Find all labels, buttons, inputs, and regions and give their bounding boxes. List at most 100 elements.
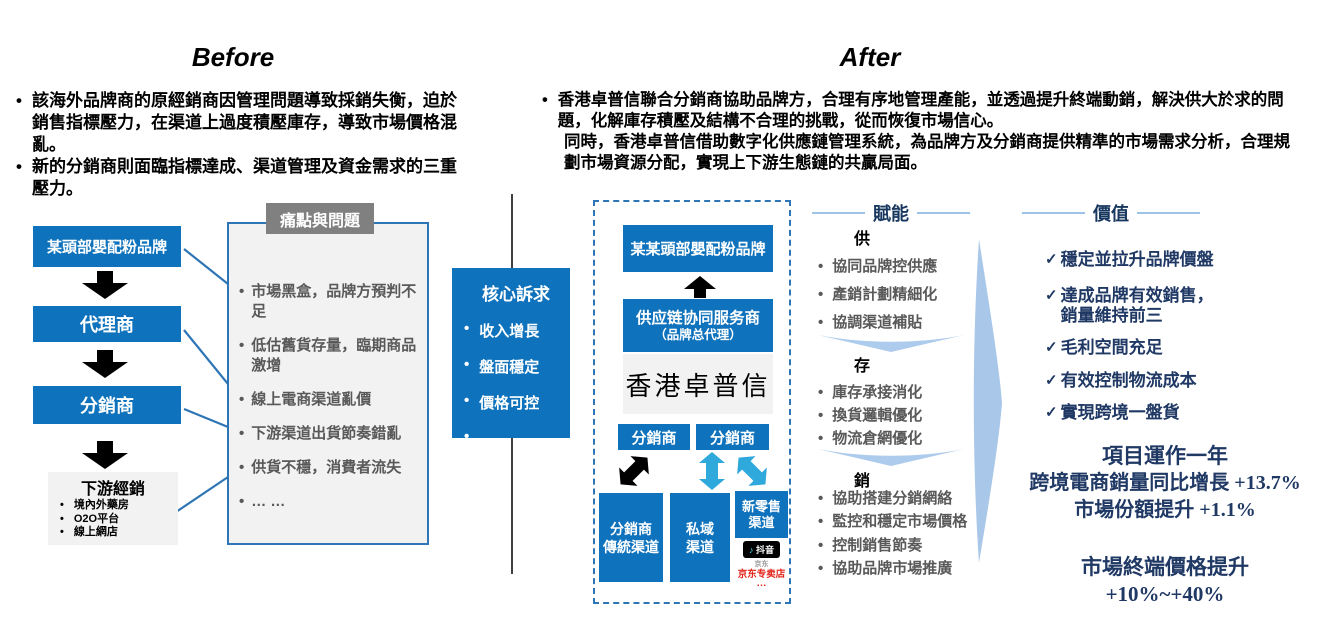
value-header: 價值 <box>1022 200 1200 226</box>
bullet-icon <box>239 492 251 512</box>
downstream-box: 下游經銷 境內外藥房 O2O平台 線上網店 <box>48 472 178 545</box>
core-demand-text: … <box>479 428 495 445</box>
flow-box-distributor: 分銷商 <box>33 386 181 424</box>
enable-item-text: 控制銷售節奏 <box>832 537 923 554</box>
pain-points-title-tab: 痛點與問題 <box>266 203 374 234</box>
value-check-text: 有效控制物流成本 <box>1060 371 1197 390</box>
bullet-icon <box>60 526 74 540</box>
core-demand-text: 價格可控 <box>479 395 540 412</box>
enable-item-text: 物流倉網優化 <box>832 430 923 447</box>
bullet-icon <box>239 424 251 444</box>
channel-new-retail-line1: 新零售 <box>741 498 781 514</box>
downstream-item: O2O平台 <box>48 513 178 527</box>
channel-traditional-line1: 分銷商 <box>610 520 652 537</box>
after-paragraph-2: 同時，香港卓普信借助數字化供應鏈管理系統，為品牌方及分銷商提供精準的市場需求分析… <box>564 133 1290 172</box>
pain-item: 線上電商渠道亂價 <box>239 390 423 410</box>
pain-item: 供貨不穩，消費者流失 <box>239 458 423 478</box>
more-ellipsis: … <box>756 578 767 589</box>
enable-item: 庫存承接消化 <box>818 383 988 402</box>
after-title: After <box>839 42 901 72</box>
bullet-icon <box>818 383 832 402</box>
enable-item: 產銷計劃精細化 <box>818 285 988 304</box>
bullet-icon <box>818 285 832 304</box>
flow-box-brand: 某頭部嬰配粉品牌 <box>33 226 181 267</box>
enable-item: 物流倉網優化 <box>818 429 988 448</box>
header-line <box>917 212 970 214</box>
bullet-icon <box>818 406 832 425</box>
bullet-icon <box>818 313 832 332</box>
bullet-icon <box>239 390 251 410</box>
bullet-icon <box>239 282 251 322</box>
company-box: 香港卓普信 <box>623 354 773 414</box>
downstream-item-text: 線上網店 <box>73 526 118 538</box>
before-bullet-1-text: 該海外品牌商的原經銷商因管理問題導致採銷失衡，迫於銷售指標壓力，在渠道上過度積壓… <box>31 91 457 154</box>
downstream-title: 下游經銷 <box>80 481 145 498</box>
value-check-text: 毛利空間充足 <box>1060 338 1163 357</box>
downstream-item: 境內外藥房 <box>48 499 178 513</box>
after-paragraph-1: 香港卓普信聯合分銷商協助品牌方，合理有序地管理產能，並透過提升終端動銷，解決供大… <box>542 90 1304 132</box>
channel-private-line2: 渠道 <box>686 538 714 555</box>
new-retail-logos: 抖音 京东 京东专卖店 … <box>735 538 788 589</box>
result-line: 市場份額提升 +1.1% <box>1074 499 1256 521</box>
after-flow-service-box: 供应链协同服务商 （品牌总代理） <box>623 299 773 352</box>
check-icon: ✓ <box>1045 251 1058 268</box>
bullet-icon <box>464 320 479 341</box>
bullet-icon <box>239 336 251 376</box>
value-check-text: 達成品牌有效銷售，銷量維持前三 <box>1060 286 1214 325</box>
value-check-item: ✓ 毛利空間充足 <box>1045 338 1255 358</box>
downstream-item-text: O2O平台 <box>73 512 120 525</box>
enable-item: 協助品牌市場推廣 <box>818 559 993 578</box>
enable-item-text: 協同品牌控供應 <box>832 258 938 275</box>
channel-new-retail-label: 新零售 渠道 <box>735 491 788 538</box>
check-icon: ✓ <box>1045 287 1058 304</box>
distributor-box-left: 分銷商 <box>618 424 690 450</box>
value-check-item: ✓ 有效控制物流成本 <box>1045 371 1255 391</box>
core-demands-box: 核心訴求 收入增長 盤面穩定 價格可控 … <box>452 268 570 445</box>
downstream-item: 線上網店 <box>48 526 178 540</box>
up-arrow-icon <box>684 276 716 298</box>
after-flow-brand-box: 某某頭部嬰配粉品牌 <box>623 225 773 272</box>
bullet-icon <box>818 429 832 448</box>
bullet-icon <box>818 489 832 508</box>
channel-traditional-box: 分銷商 傳統渠道 <box>599 493 663 582</box>
chevron-down-icon <box>818 449 964 466</box>
bullet-icon <box>464 356 479 377</box>
double-arrow-icon <box>699 452 725 490</box>
value-check-item: ✓ 穩定並拉升品牌價盤 <box>1045 250 1255 270</box>
enable-item-text: 換貨邏輯優化 <box>832 407 923 424</box>
jd-store-logo: 京东专卖店 <box>737 569 786 580</box>
bullet-icon <box>16 156 32 200</box>
core-demand-item: 價格可控 <box>464 392 570 413</box>
result-line: 項目運作一年 <box>1102 444 1228 468</box>
pain-points-list: 市場黑盒，品牌方預判不足 低估舊貨存量，臨期商品激增 線上電商渠道亂價 下游渠道… <box>239 282 423 526</box>
core-demand-item: … <box>464 428 570 445</box>
value-check-text: 實現跨境一盤貨 <box>1060 403 1180 422</box>
channel-private-box: 私域 渠道 <box>670 493 730 582</box>
flow-box-agent: 代理商 <box>33 306 181 342</box>
jd-mini-logo: 京东 <box>754 561 769 568</box>
bullet-icon <box>60 499 74 513</box>
before-bullet-1: 該海外品牌商的原經銷商因管理問題導致採銷失衡，迫於銷售指標壓力，在渠道上過度積壓… <box>16 90 466 156</box>
enable-item-text: 協調渠道補貼 <box>832 314 923 331</box>
bullet-icon <box>818 536 832 555</box>
enablement-title: 賦能 <box>873 204 909 224</box>
enable-item: 控制銷售節奏 <box>818 536 993 555</box>
enable-section-inventory-header: 存 <box>853 358 870 375</box>
value-check-item: ✓ 實現跨境一盤貨 <box>1045 403 1255 423</box>
bullet-icon <box>818 559 832 578</box>
service-provider-label: 供应链协同服务商 <box>635 309 760 327</box>
bullet-icon <box>818 257 832 276</box>
core-demands-title: 核心訴求 <box>482 285 550 304</box>
after-summary: 香港卓普信聯合分銷商協助品牌方，合理有序地管理產能，並透過提升終端動銷，解決供大… <box>542 90 1304 174</box>
bullet-icon <box>16 90 32 156</box>
spacer <box>1008 524 1322 554</box>
bullet-icon <box>60 513 74 527</box>
pain-item-text: 低估舊貨存量，臨期商品激增 <box>251 337 417 374</box>
pain-item-text: … … <box>251 493 286 510</box>
header-line <box>1022 212 1085 214</box>
pain-item: 低估舊貨存量，臨期商品激增 <box>239 336 423 376</box>
enable-item: 監控和穩定市場價格 <box>818 512 993 531</box>
before-title: Before <box>191 42 275 72</box>
value-check-item: ✓ 達成品牌有效銷售，銷量維持前三 <box>1045 286 1223 326</box>
